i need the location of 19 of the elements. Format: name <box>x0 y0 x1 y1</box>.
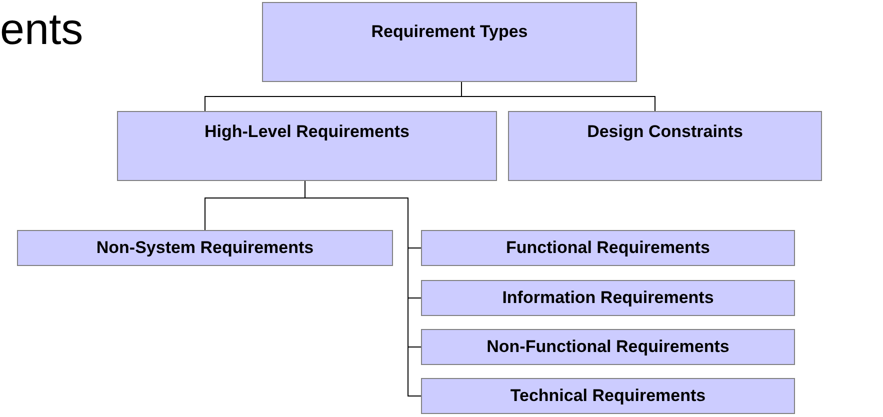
box-label: Information Requirements <box>502 287 714 309</box>
box-label: Technical Requirements <box>510 385 706 407</box>
requirement-box <box>17 230 393 266</box>
requirement-box <box>117 111 497 181</box>
box-label: Design Constraints <box>587 121 743 142</box>
requirement-box <box>421 230 795 266</box>
requirement-box <box>421 378 795 414</box>
heading-text: ents <box>0 4 84 56</box>
requirement-box <box>262 2 637 82</box>
box-label: Functional Requirements <box>506 237 710 259</box>
connector-line <box>461 82 656 112</box>
connector-line <box>304 180 422 396</box>
box-label: High-Level Requirements <box>204 121 410 142</box>
box-label: Non-Functional Requirements <box>486 336 730 358</box>
box-label: Requirement Types <box>371 21 528 42</box>
requirement-box <box>421 280 795 316</box>
box-label: Non-System Requirements <box>96 237 314 259</box>
requirement-box <box>508 111 822 181</box>
requirement-box <box>421 329 795 365</box>
